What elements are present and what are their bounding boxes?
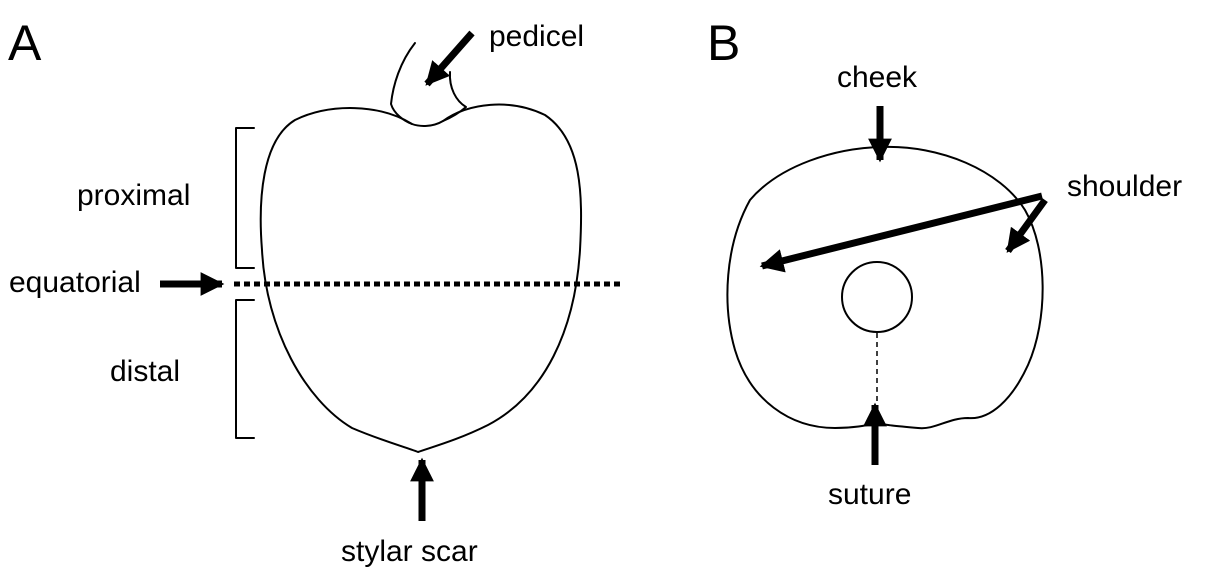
shoulder-arrow-short [1008, 200, 1045, 251]
fruit-side-outline [261, 105, 581, 452]
stylar-scar-label: stylar scar [341, 535, 478, 567]
cheek-label: cheek [837, 61, 918, 94]
distal-label: distal [110, 355, 180, 388]
panel-a-letter: A [8, 15, 42, 71]
shoulder-label: shoulder [1067, 170, 1182, 203]
distal-bracket [236, 300, 254, 438]
suture-label: suture [828, 478, 911, 511]
pedicel-label: pedicel [489, 20, 584, 53]
fruit-cross-section-outline [727, 147, 1042, 428]
shoulder-arrow-long [762, 196, 1042, 266]
panel-b-letter: B [707, 15, 740, 71]
equatorial-label: equatorial [9, 266, 141, 299]
pit-circle [842, 262, 912, 332]
proximal-bracket [236, 128, 254, 268]
proximal-label: proximal [77, 179, 190, 212]
